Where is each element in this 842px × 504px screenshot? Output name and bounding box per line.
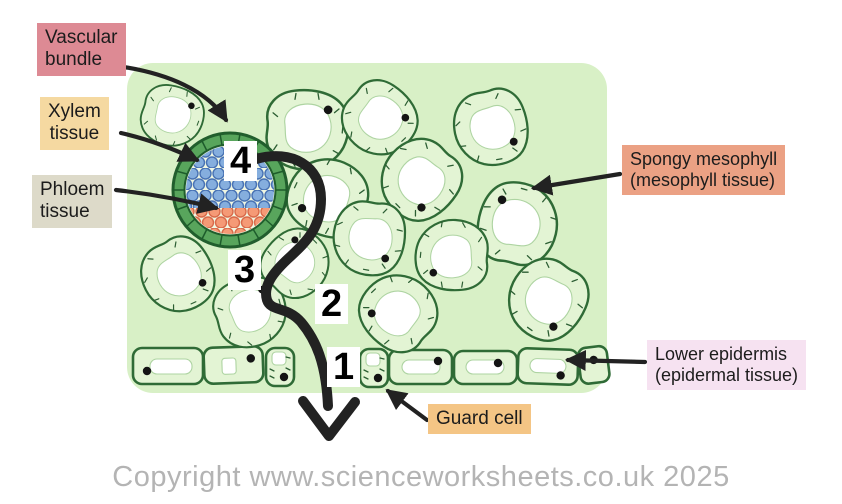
epidermal-cell bbox=[202, 344, 265, 385]
copyright-text: Copyright www.scienceworksheets.co.uk 20… bbox=[112, 461, 730, 493]
epidermal-cell bbox=[387, 348, 454, 386]
spongy-mesophyll-label: Spongy mesophyll (mesophyll tissue) bbox=[622, 145, 786, 196]
lower-epidermis-arrow bbox=[564, 349, 648, 371]
xylem-arrow bbox=[118, 130, 200, 163]
phloem-label: Phloem tissue bbox=[32, 175, 113, 228]
vascular-bundle-label-line2: bundle bbox=[45, 49, 103, 71]
label-arrows bbox=[113, 63, 648, 423]
spongy-mesophyll-arrow bbox=[530, 171, 623, 196]
vascular-bundle-arrow bbox=[114, 63, 229, 123]
guard-cell-label: Guard cell bbox=[428, 404, 531, 435]
xylem-label-line1: Xylem bbox=[48, 101, 101, 122]
epidermal-cell bbox=[452, 349, 519, 386]
epidermal-cell bbox=[576, 344, 611, 385]
step-2-marker: 2 bbox=[315, 284, 349, 324]
spongy-mesophyll-label-line2: (mesophyll tissue) bbox=[630, 170, 776, 191]
lower-epidermis-label-line1: Lower epidermis bbox=[655, 344, 788, 364]
guard-cell-arrow bbox=[385, 388, 430, 423]
step-4-marker: 4 bbox=[224, 141, 258, 181]
mesophyll-cell bbox=[414, 218, 489, 292]
vascular-bundle-label-line1: Vascular bbox=[45, 27, 118, 48]
xylem-label-line2: tissue bbox=[49, 123, 100, 145]
epidermal-cell bbox=[516, 346, 580, 387]
step-3-marker: 3 bbox=[228, 250, 262, 290]
epidermal-cell bbox=[131, 346, 205, 386]
phloem-arrow bbox=[113, 187, 220, 214]
guard-cell-right bbox=[358, 347, 390, 389]
xylem-label: Xylem tissue bbox=[40, 97, 109, 150]
phloem-label-line1: Phloem bbox=[40, 179, 105, 200]
guard-cell-label-text: Guard cell bbox=[436, 408, 523, 429]
water-flow-arrow bbox=[251, 151, 360, 441]
step-1-marker: 1 bbox=[327, 347, 361, 387]
lower-epidermis-label: Lower epidermis (epidermal tissue) bbox=[647, 340, 807, 391]
water-flow-arrowhead bbox=[298, 396, 360, 441]
lower-epidermis-row bbox=[131, 344, 611, 389]
vascular-bundle-label: Vascular bundle bbox=[37, 23, 126, 76]
guard-cell-left bbox=[264, 346, 296, 388]
spongy-mesophyll-label-line1: Spongy mesophyll bbox=[630, 149, 778, 169]
phloem-label-line2: tissue bbox=[40, 201, 90, 223]
water-flow-path bbox=[251, 151, 333, 411]
lower-epidermis-label-line2: (epidermal tissue) bbox=[655, 365, 799, 386]
